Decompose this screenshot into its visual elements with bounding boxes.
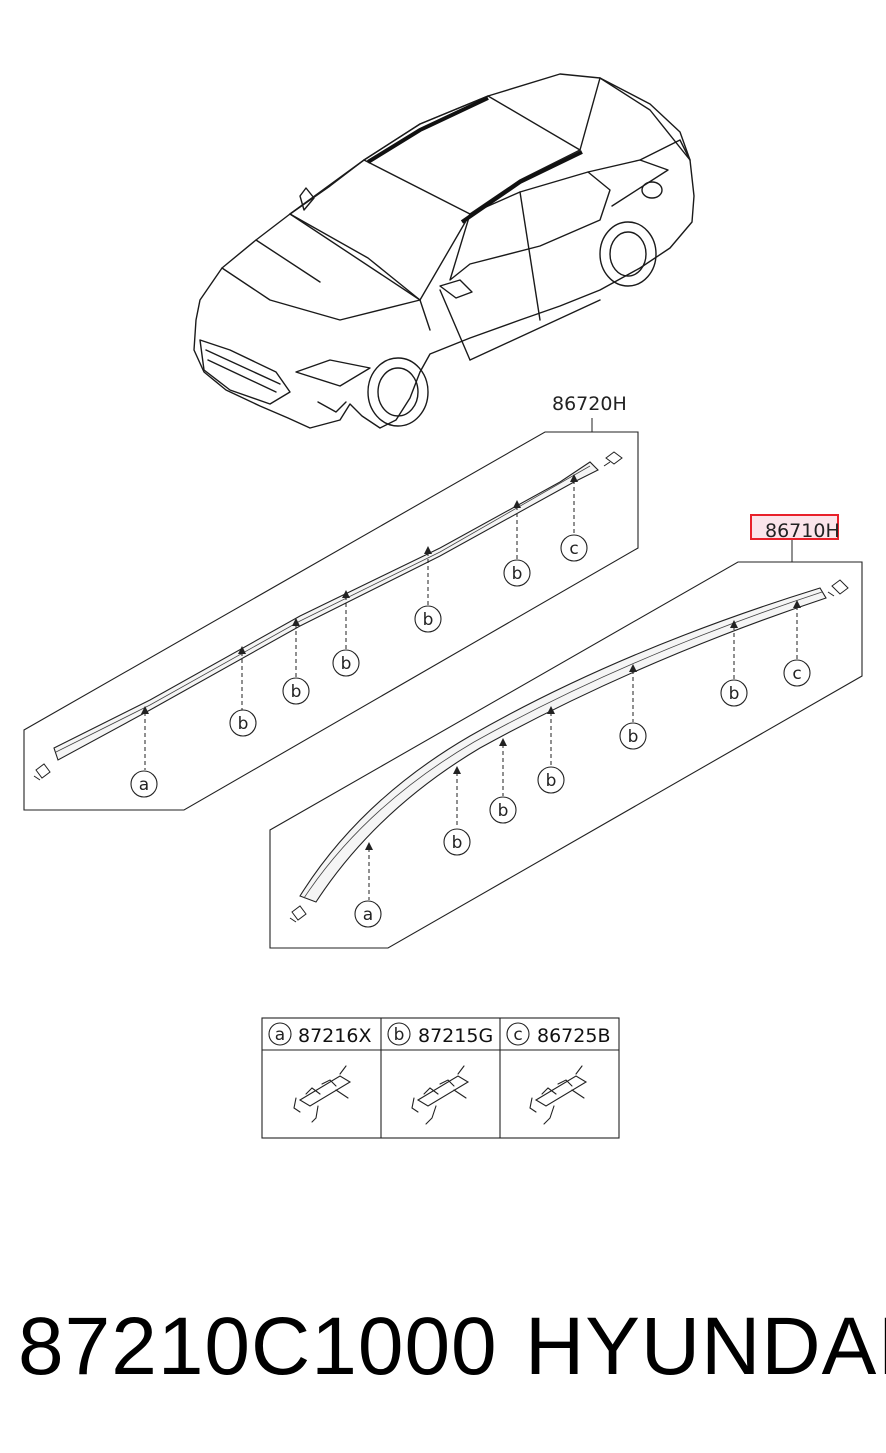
footer-brand: HYUNDAI: [525, 1301, 886, 1392]
part-label-upper[interactable]: 86720H: [552, 393, 627, 415]
car-illustration: [193, 73, 695, 429]
svg-text:a: a: [363, 905, 373, 925]
footer-part-number: 87210C1000: [18, 1301, 498, 1392]
svg-text:c: c: [569, 539, 578, 559]
callout-circle-lower-a[interactable]: a: [354, 900, 382, 928]
callout-circle-upper-b5[interactable]: b: [503, 559, 531, 587]
callout-arrows-upper: [141, 474, 578, 714]
panel-upper-frame: [23, 431, 639, 811]
svg-text:86725B: 86725B: [537, 1025, 610, 1047]
svg-text:a: a: [275, 1025, 285, 1045]
svg-text:b: b: [498, 801, 509, 821]
car-roof-moulding-upper: [366, 96, 489, 164]
clip-drawing-b: [411, 1065, 470, 1125]
callout-circle-lower-b5[interactable]: b: [720, 679, 748, 707]
callout-circle-upper-b2[interactable]: b: [282, 677, 310, 705]
callout-circle-upper-c[interactable]: c: [560, 534, 588, 562]
part-label-lower-highlight: [750, 514, 839, 540]
car-roof-moulding-lower: [460, 150, 583, 224]
svg-text:b: b: [423, 610, 434, 630]
svg-text:a: a: [139, 775, 149, 795]
callouts-upper: [144, 480, 575, 770]
callout-circle-upper-a[interactable]: a: [130, 770, 158, 798]
footer: 87210C1000 HYUNDAI: [0, 1290, 886, 1410]
svg-text:b: b: [238, 714, 249, 734]
end-clip-lower-right: [827, 579, 849, 597]
callout-circle-upper-b4[interactable]: b: [414, 605, 442, 633]
callout-circle-lower-b1[interactable]: b: [443, 828, 471, 856]
callout-circle-lower-c[interactable]: c: [783, 659, 811, 687]
callout-circle-upper-b1[interactable]: b: [229, 709, 257, 737]
end-clip-lower-left: [289, 905, 307, 923]
svg-text:b: b: [394, 1025, 405, 1045]
end-clip-upper-left: [33, 763, 51, 781]
callouts-lower: [368, 606, 798, 900]
legend-table: [261, 1017, 620, 1139]
svg-text:b: b: [729, 684, 740, 704]
svg-text:b: b: [341, 654, 352, 674]
callout-circle-upper-b3[interactable]: b: [332, 649, 360, 677]
svg-text:b: b: [546, 771, 557, 791]
svg-text:b: b: [628, 727, 639, 747]
svg-text:87215G: 87215G: [418, 1025, 493, 1047]
svg-text:b: b: [291, 682, 302, 702]
callout-circle-lower-b2[interactable]: b: [489, 796, 517, 824]
svg-text:b: b: [452, 833, 463, 853]
svg-text:b: b: [512, 564, 523, 584]
callout-circle-lower-b4[interactable]: b: [619, 722, 647, 750]
clip-drawing-c: [529, 1065, 588, 1125]
moulding-strip-upper: [53, 461, 599, 761]
moulding-strip-lower: [299, 587, 827, 903]
legend-cell-a[interactable]: a 87216X: [268, 1022, 371, 1047]
svg-text:c: c: [513, 1025, 522, 1045]
panel-lower-frame: [269, 561, 863, 949]
svg-text:c: c: [792, 664, 801, 684]
part-label-lower[interactable]: 86710H: [765, 520, 840, 542]
svg-text:87216X: 87216X: [298, 1025, 371, 1047]
clip-drawing-a: [293, 1065, 352, 1123]
callout-arrows-lower: [365, 600, 801, 850]
callout-circle-lower-b3[interactable]: b: [537, 766, 565, 794]
legend-cell-c[interactable]: c 86725B: [506, 1022, 610, 1047]
end-clip-upper-right: [603, 451, 623, 467]
legend-cell-b[interactable]: b 87215G: [387, 1022, 493, 1047]
